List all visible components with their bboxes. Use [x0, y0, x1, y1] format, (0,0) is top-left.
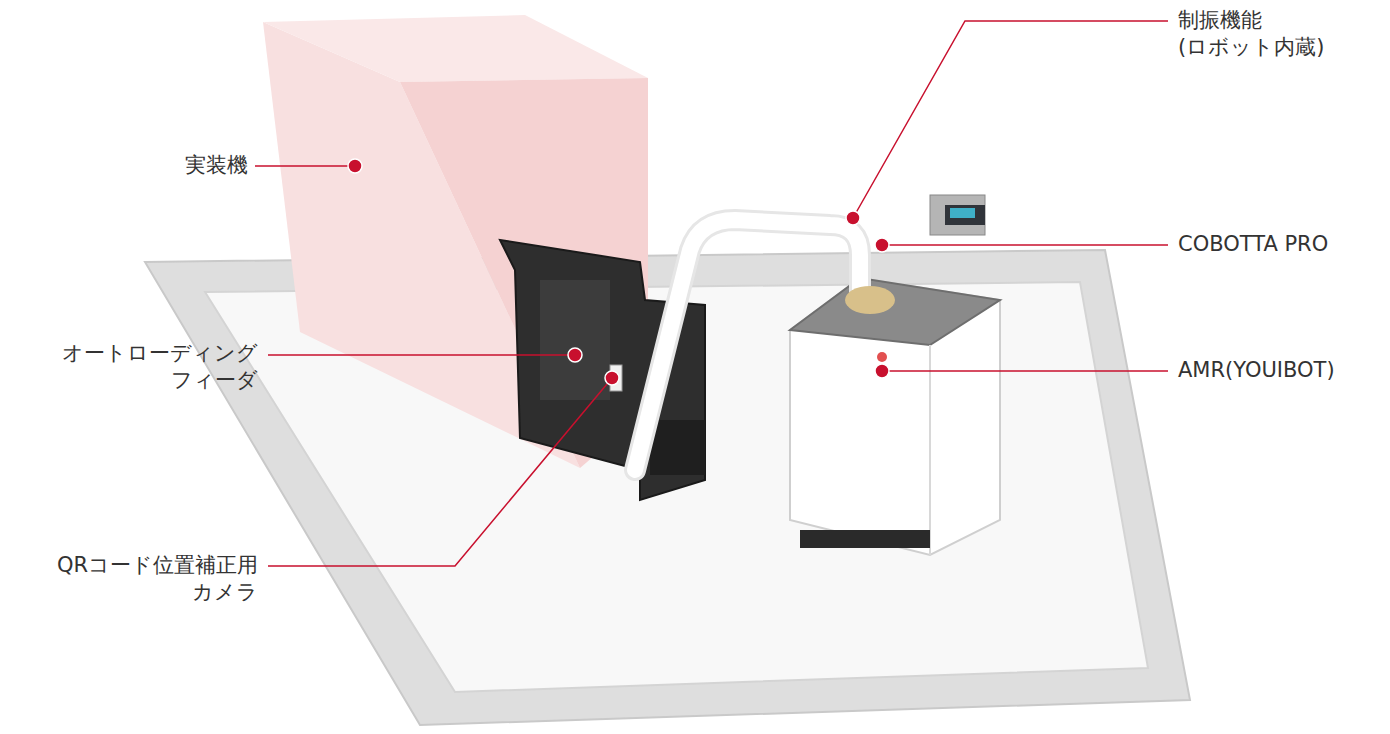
callout-label: 制振機能 (ロボット内蔵)	[1178, 7, 1378, 61]
leader-dot	[846, 211, 860, 225]
leader-dot	[605, 371, 619, 385]
callout-label: QRコード位置補正用 カメラ	[53, 552, 258, 606]
amr-edge	[929, 345, 931, 555]
leader-dot	[875, 364, 889, 378]
leader-line	[882, 370, 1168, 372]
amr-bumper	[800, 530, 930, 548]
leader-line	[255, 165, 355, 167]
feeder-detail	[540, 280, 610, 400]
leader-line	[268, 354, 575, 356]
leader-line	[882, 244, 1168, 246]
callout-label: AMR(YOUIBOT)	[1178, 357, 1335, 384]
leader-line	[853, 21, 1168, 218]
mounter-top	[263, 15, 648, 82]
amr-button	[877, 352, 887, 362]
feeder-base	[650, 420, 705, 475]
callout-label: 実装機	[185, 152, 248, 179]
tool	[950, 208, 975, 218]
leader-dot	[568, 348, 582, 362]
leader-dot	[348, 159, 362, 173]
robot-arm	[635, 220, 860, 470]
parts-rack	[930, 195, 985, 235]
leader-dots	[348, 159, 889, 385]
amr-top	[790, 278, 1000, 345]
tool-holder	[945, 205, 985, 225]
callout-label: オートローディング フィーダ	[53, 340, 258, 394]
robot-base	[845, 286, 895, 314]
robot-arm-highlight	[635, 220, 860, 470]
leader-line	[268, 378, 612, 566]
amr-body	[790, 278, 1000, 555]
leader-dot	[875, 238, 889, 252]
leader-lines	[255, 21, 1168, 566]
callout-label: COBOTTA PRO	[1178, 231, 1328, 258]
